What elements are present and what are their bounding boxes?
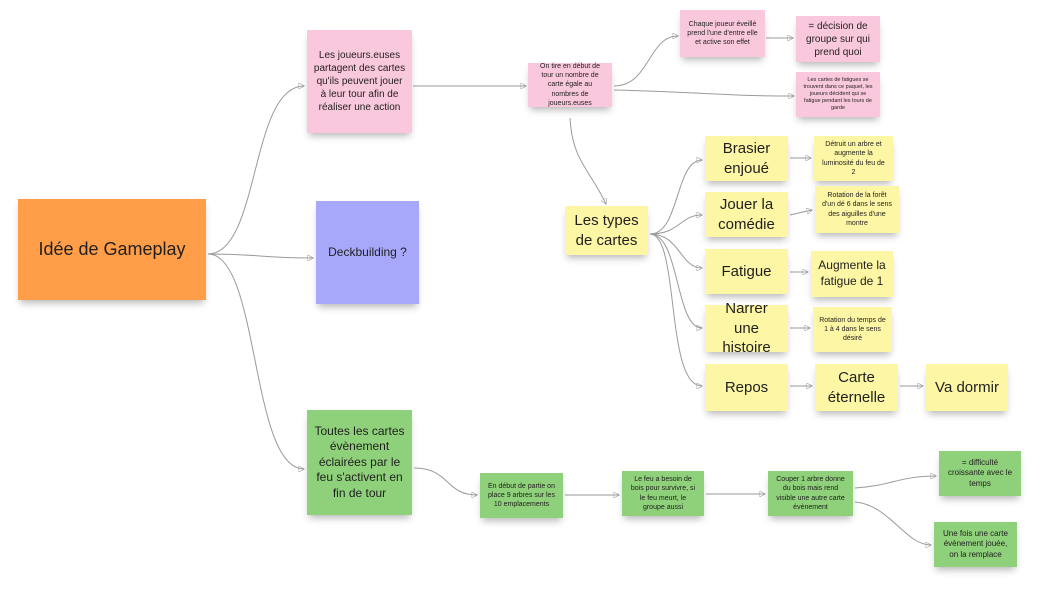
sticky-note-root[interactable]: Idée de Gameplay bbox=[18, 199, 206, 300]
sticky-note-carte-eternelle[interactable]: Carte éternelle bbox=[815, 364, 898, 411]
sticky-note-deckbuilding[interactable]: Deckbuilding ? bbox=[316, 201, 419, 304]
sticky-note-brasier[interactable]: Brasier enjoué bbox=[705, 136, 788, 181]
edge-draw-types bbox=[569, 117, 606, 204]
sticky-note-comedie-effect[interactable]: Rotation de la forêt d'un dé 6 dans le s… bbox=[815, 186, 899, 233]
sticky-note-brasier-effect[interactable]: Détruit un arbre et augmente la luminosi… bbox=[814, 136, 893, 181]
sticky-note-card-types[interactable]: Les types de cartes bbox=[565, 206, 648, 255]
sticky-note-event-cards[interactable]: Toutes les cartes évènement éclairées pa… bbox=[307, 410, 412, 515]
sticky-note-fatigue[interactable]: Fatigue bbox=[705, 249, 788, 294]
edge-types-histoire bbox=[649, 233, 702, 328]
edge-root-shared bbox=[207, 86, 304, 255]
sticky-note-shared-cards[interactable]: Les joueurs.euses partagent des cartes q… bbox=[307, 30, 412, 133]
edge-types-brasier bbox=[649, 160, 702, 235]
sticky-note-awake-player[interactable]: Chaque joueur éveillé prend l'une d'entr… bbox=[680, 10, 765, 57]
edge-root-deckbuilding bbox=[207, 253, 313, 258]
sticky-note-comedie[interactable]: Jouer la comédie bbox=[705, 192, 788, 237]
edge-cut-difficulty bbox=[854, 476, 936, 489]
edge-comedie-effect bbox=[789, 210, 812, 216]
edge-events-setup bbox=[413, 467, 477, 495]
edge-draw-fatigue-cards bbox=[613, 89, 794, 96]
edge-types-comedie bbox=[649, 215, 702, 235]
sticky-note-fatigue-effect[interactable]: Augmente la fatigue de 1 bbox=[811, 251, 893, 297]
sticky-note-histoire-effect[interactable]: Rotation du temps de 1 à 4 dans le sens … bbox=[813, 307, 892, 352]
sticky-note-histoire[interactable]: Narrer une histoire bbox=[705, 300, 788, 356]
sticky-note-fatigue-cards[interactable]: Les cartes de fatigues se trouvent dans … bbox=[796, 72, 880, 117]
sticky-note-difficulty[interactable]: = difficulté croissante avec le temps bbox=[939, 451, 1021, 496]
edge-types-repos bbox=[649, 233, 702, 386]
sticky-note-event-replace[interactable]: Une fois une carte évènement jouée, on l… bbox=[934, 522, 1017, 567]
sticky-note-fire-wood[interactable]: Le feu a besoin de bois pour survivre, s… bbox=[622, 471, 704, 516]
edge-types-fatigue bbox=[649, 233, 702, 268]
sticky-note-va-dormir[interactable]: Va dormir bbox=[926, 364, 1008, 411]
edge-cut-replace bbox=[854, 501, 931, 545]
sticky-note-cut-tree[interactable]: Couper 1 arbre donne du bois mais rend v… bbox=[768, 471, 853, 516]
edge-root-events bbox=[207, 253, 304, 469]
sticky-note-draw-cards[interactable]: On tire en début de tour un nombre de ca… bbox=[528, 63, 612, 107]
sticky-note-repos[interactable]: Repos bbox=[705, 364, 788, 411]
sticky-note-group-decision[interactable]: = décision de groupe sur qui prend quoi bbox=[796, 16, 880, 62]
edge-draw-awake bbox=[613, 36, 678, 87]
sticky-note-setup-trees[interactable]: En début de partie on place 9 arbres sur… bbox=[480, 473, 563, 518]
